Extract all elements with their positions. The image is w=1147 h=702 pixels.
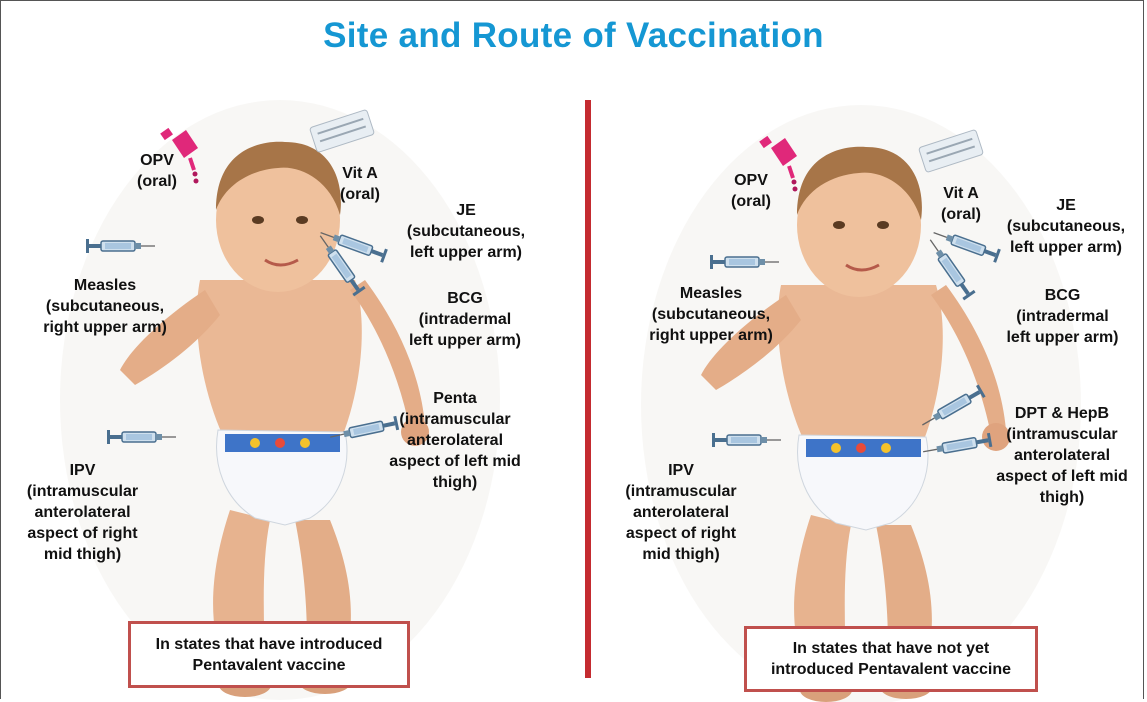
label-measles: Measles (subcutaneous, right upper arm) xyxy=(25,275,185,338)
label-penta: Penta (intramuscular anterolateral aspec… xyxy=(375,388,535,493)
baby-illustration-left xyxy=(0,0,585,702)
label-opv: OPV (oral) xyxy=(706,170,796,212)
label-je: JE (subcutaneous, left upper arm) xyxy=(999,195,1133,258)
label-je: JE (subcutaneous, left upper arm) xyxy=(400,200,532,263)
label-opv: OPV (oral) xyxy=(112,150,202,192)
label-vita: Vit A (oral) xyxy=(320,163,400,205)
label-dpt-hepb: DPT & HepB (intramuscular anterolateral … xyxy=(981,403,1143,508)
right-caption-box: In states that have not yet introduced P… xyxy=(744,626,1038,692)
label-vita: Vit A (oral) xyxy=(921,183,1001,225)
right-panel: OPV (oral) Vit A (oral) JE (subcutaneous… xyxy=(591,0,1147,702)
label-measles: Measles (subcutaneous, right upper arm) xyxy=(631,283,791,346)
label-bcg: BCG (intradermal left upper arm) xyxy=(996,285,1129,348)
label-bcg: BCG (intradermal left upper arm) xyxy=(400,288,530,351)
left-panel: OPV (oral) Vit A (oral) JE (subcutaneous… xyxy=(0,0,585,702)
baby-illustration-right xyxy=(591,0,1147,702)
label-ipv: IPV (intramuscular anterolateral aspect … xyxy=(606,460,756,565)
left-caption-box: In states that have introduced Pentavale… xyxy=(128,621,410,688)
label-ipv: IPV (intramuscular anterolateral aspect … xyxy=(10,460,155,565)
